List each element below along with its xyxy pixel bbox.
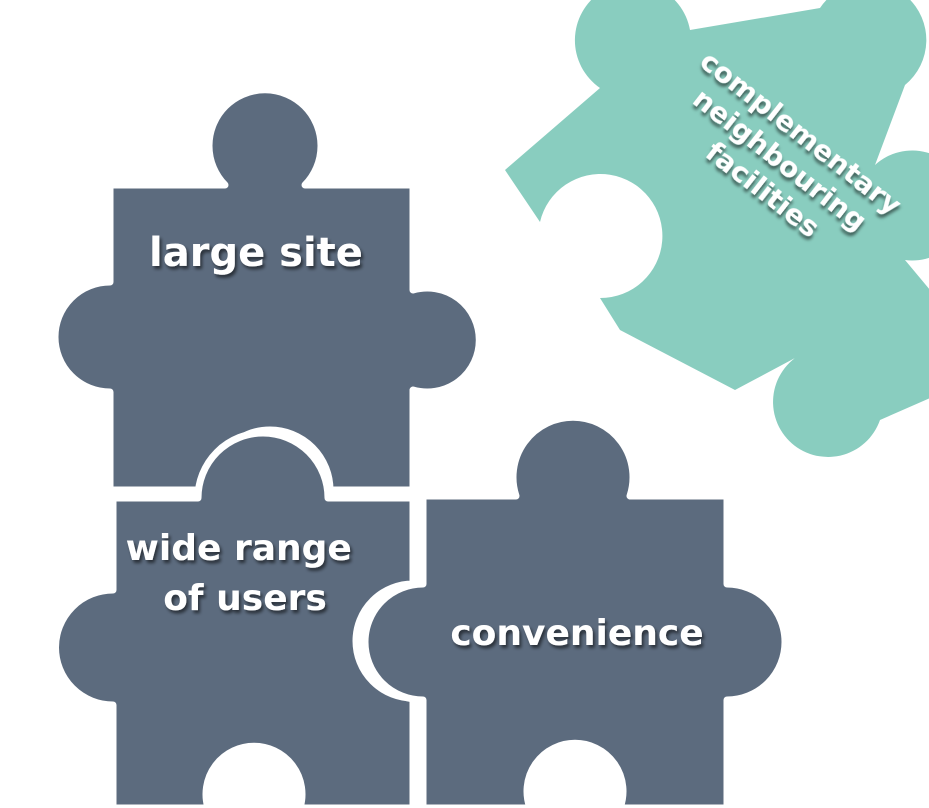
puzzle-piece-convenience: convenience bbox=[361, 413, 789, 808]
puzzle-piece-wide-range-shape bbox=[52, 429, 417, 808]
puzzle-piece-complementary-shape bbox=[505, 0, 929, 457]
puzzle-piece-complementary: complementary neighbouring facilities bbox=[505, 0, 929, 457]
puzzle-piece-convenience-shape bbox=[361, 413, 789, 808]
puzzle-piece-large-site-shape bbox=[51, 86, 483, 494]
convenience-label: convenience bbox=[450, 613, 703, 654]
puzzle-piece-wide-range: wide range of users bbox=[52, 429, 417, 808]
puzzle-piece-large-site: large site bbox=[51, 86, 483, 494]
wide-range-label: wide range of users bbox=[126, 528, 365, 619]
large-site-label: large site bbox=[149, 230, 363, 276]
